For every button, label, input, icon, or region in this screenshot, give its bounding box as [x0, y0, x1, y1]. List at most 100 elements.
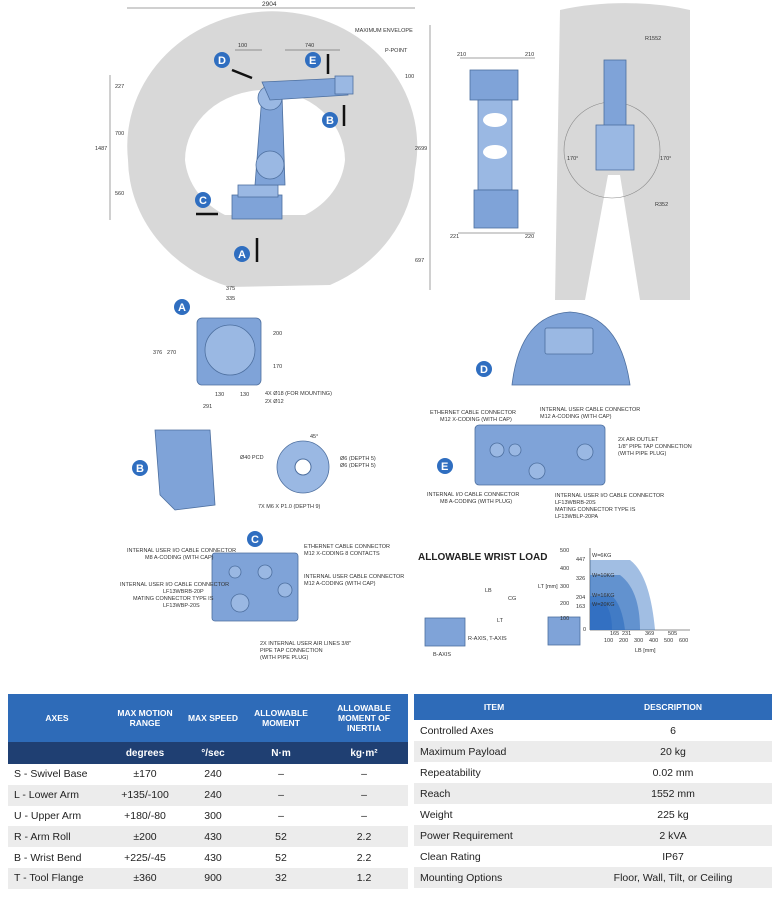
- axes-table-units: degrees °/sec N·m kg·m²: [8, 742, 408, 764]
- table-cell: Reach: [414, 783, 574, 804]
- svg-text:560: 560: [115, 191, 124, 197]
- table-cell: IP67: [574, 846, 772, 867]
- svg-text:MATING CONNECTOR TYPE IS: MATING CONNECTOR TYPE IS: [133, 596, 214, 602]
- svg-text:INTERNAL USER CABLE CONNECTOR: INTERNAL USER CABLE CONNECTOR: [304, 574, 404, 580]
- table-cell: Weight: [414, 804, 574, 825]
- svg-text:D: D: [218, 55, 226, 67]
- table-cell: Floor, Wall, Tilt, or Ceiling: [574, 867, 772, 888]
- svg-text:CG: CG: [508, 596, 516, 602]
- svg-text:100: 100: [238, 43, 247, 49]
- table-cell: 240: [184, 764, 242, 785]
- svg-text:130: 130: [215, 392, 224, 398]
- svg-text:100: 100: [405, 74, 414, 80]
- col-item: ITEM: [414, 694, 574, 720]
- wrist-load-title: ALLOWABLE WRIST LOAD: [418, 552, 547, 563]
- unit-kgm2: kg·m²: [320, 742, 408, 764]
- svg-text:(WITH PIPE PLUG): (WITH PIPE PLUG): [618, 451, 666, 457]
- svg-text:163: 163: [576, 604, 585, 610]
- table-cell: B - Wrist Bend: [8, 847, 106, 868]
- view-b-flange: B 45° Ø40 PCD Ø6 (DEPTH 5) Ø6 (DEPTH 5) …: [132, 429, 376, 511]
- svg-text:500: 500: [560, 548, 569, 554]
- col-description: DESCRIPTION: [574, 694, 772, 720]
- col-max-motion-range: MAX MOTION RANGE: [106, 694, 184, 742]
- svg-text:220: 220: [525, 234, 534, 240]
- table-cell: 52: [242, 847, 320, 868]
- table-cell: –: [242, 805, 320, 827]
- col-axes: AXES: [8, 694, 106, 742]
- svg-text:W=20KG: W=20KG: [592, 602, 614, 608]
- axes-table-header: AXES MAX MOTION RANGE MAX SPEED ALLOWABL…: [8, 694, 408, 742]
- col-allowable-moment: ALLOWABLE MOMENT: [242, 694, 320, 742]
- table-cell: 1552 mm: [574, 783, 772, 804]
- svg-text:M12 X-CODING 8 CONTACTS: M12 X-CODING 8 CONTACTS: [304, 551, 380, 557]
- table-cell: 2 kVA: [574, 825, 772, 846]
- table-cell: Repeatability: [414, 762, 574, 783]
- table-cell: 240: [184, 784, 242, 806]
- view-a-base: A 375 335 376 270 200 170 130 130 291 4X…: [153, 286, 332, 410]
- svg-text:W=10KG: W=10KG: [592, 573, 614, 579]
- table-cell: +225/-45: [106, 847, 184, 868]
- svg-text:2X Ø12: 2X Ø12: [265, 399, 284, 405]
- plan-view: R1552 R352 170° 170°: [555, 3, 690, 300]
- table-cell: T - Tool Flange: [8, 867, 106, 889]
- svg-text:100: 100: [560, 616, 569, 622]
- svg-text:MATING CONNECTOR TYPE IS: MATING CONNECTOR TYPE IS: [555, 507, 636, 513]
- svg-text:LF13WBRB-20P: LF13WBRB-20P: [163, 589, 204, 595]
- table-cell: ±170: [106, 764, 184, 785]
- svg-text:204: 204: [576, 595, 585, 601]
- unit-nm: N·m: [242, 742, 320, 764]
- svg-text:PIPE TAP CONNECTION: PIPE TAP CONNECTION: [260, 648, 323, 654]
- svg-text:INTERNAL I/O CABLE CONNECTOR: INTERNAL I/O CABLE CONNECTOR: [427, 492, 519, 498]
- svg-text:INTERNAL USER I/O CABLE CONNEC: INTERNAL USER I/O CABLE CONNECTOR: [127, 548, 236, 554]
- svg-text:0: 0: [583, 627, 586, 633]
- table-cell: ±360: [106, 867, 184, 889]
- svg-text:M12 X-CODING (WITH CAP): M12 X-CODING (WITH CAP): [440, 417, 512, 423]
- svg-text:2X INTERNAL USER AIR LINES 3/8: 2X INTERNAL USER AIR LINES 3/8": [260, 641, 351, 647]
- svg-text:335: 335: [226, 296, 235, 302]
- table-cell: 2.2: [320, 847, 408, 868]
- svg-text:740: 740: [305, 43, 314, 49]
- badge-a: [234, 246, 250, 262]
- table-cell: –: [320, 784, 408, 806]
- dim-2904: 2904: [262, 1, 277, 8]
- table-cell: Maximum Payload: [414, 741, 574, 762]
- svg-text:D: D: [480, 364, 488, 376]
- front-view-robot: 210 210 221 220: [450, 52, 535, 240]
- svg-text:447: 447: [576, 557, 585, 563]
- badge-d: [214, 52, 230, 68]
- svg-text:E: E: [309, 55, 316, 67]
- svg-text:1487: 1487: [95, 146, 107, 152]
- svg-text:LF13WBP-20S: LF13WBP-20S: [163, 603, 200, 609]
- table-cell: 900: [184, 867, 242, 889]
- table-cell: –: [320, 805, 408, 827]
- svg-text:400: 400: [649, 638, 658, 644]
- svg-text:Ø6 (DEPTH 5): Ø6 (DEPTH 5): [340, 456, 376, 462]
- table-cell: L - Lower Arm: [8, 784, 106, 806]
- svg-text:B: B: [136, 463, 144, 475]
- svg-text:Ø6 (DEPTH 5): Ø6 (DEPTH 5): [340, 463, 376, 469]
- view-e-connectors: E ETHERNET CABLE CONNECTOR M12 X-CODING …: [427, 407, 692, 520]
- table-cell: Clean Rating: [414, 846, 574, 867]
- table-cell: 430: [184, 826, 242, 848]
- svg-text:505: 505: [668, 631, 677, 637]
- svg-text:45°: 45°: [310, 434, 318, 440]
- table-cell: U - Upper Arm: [8, 805, 106, 827]
- svg-text:M12 A-CODING (WITH CAP): M12 A-CODING (WITH CAP): [540, 414, 612, 420]
- svg-text:170°: 170°: [660, 156, 671, 162]
- table-cell: R - Arm Roll: [8, 826, 106, 848]
- svg-text:INTERNAL USER CABLE CONNECTOR: INTERNAL USER CABLE CONNECTOR: [540, 407, 640, 413]
- svg-text:500: 500: [664, 638, 673, 644]
- badge-e: [305, 52, 321, 68]
- unit-degrees: degrees: [106, 742, 184, 764]
- svg-text:B-AXIS: B-AXIS: [433, 652, 451, 658]
- side-view-robot: [231, 75, 354, 220]
- svg-text:ETHERNET CABLE CONNECTOR: ETHERNET CABLE CONNECTOR: [430, 410, 516, 416]
- table-cell: ±200: [106, 826, 184, 848]
- side-view-badges: D E B C A: [195, 52, 346, 262]
